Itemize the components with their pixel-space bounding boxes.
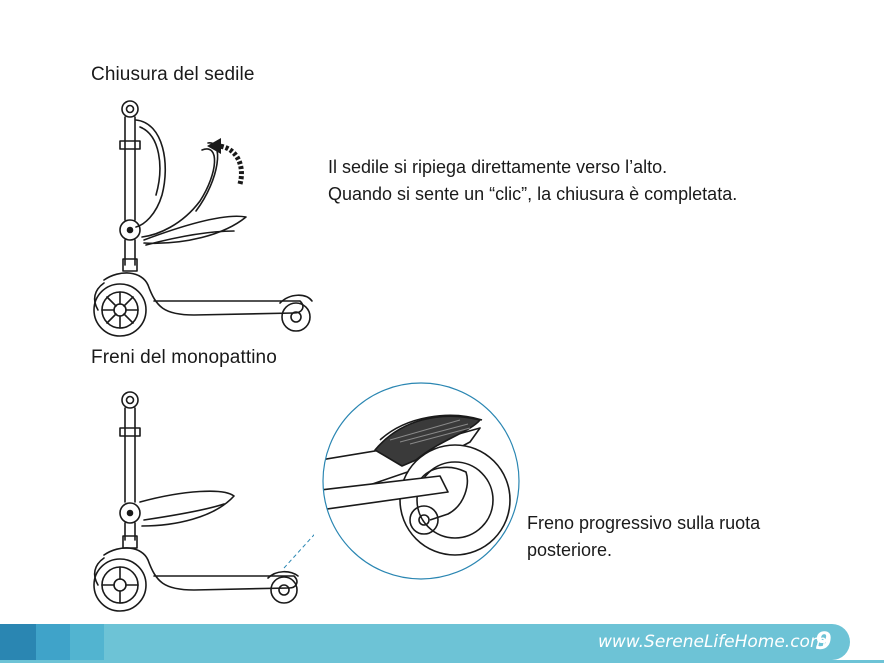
page-number: 9: [815, 627, 832, 655]
seat-fold-line-2: Quando si sente un “clic”, la chiusura è…: [328, 184, 737, 204]
brake-instructions: Freno progressivo sulla ruota posteriore…: [527, 510, 847, 564]
footer-bar-mid2: [70, 624, 104, 660]
scooter-brake-illustration: [84, 380, 314, 615]
seat-fold-instructions: Il sedile si ripiega direttamente verso …: [328, 154, 848, 208]
brake-line-1: Freno progressivo sulla ruota: [527, 513, 760, 533]
scooter-seat-fold-illustration: [84, 95, 314, 340]
footer-bar-mid: [36, 624, 70, 660]
brake-line-2: posteriore.: [527, 540, 612, 560]
footer-bar-dark: [0, 624, 36, 660]
footer-website: www.SereneLifeHome.com: [598, 632, 827, 652]
seat-fold-line-1: Il sedile si ripiega direttamente verso …: [328, 157, 667, 177]
curved-arrow-icon: [205, 136, 250, 186]
brake-detail-magnifier: [320, 380, 522, 582]
section-heading-brakes: Freni del monopattino: [91, 347, 277, 369]
page-footer: www.SereneLifeHome.com 9: [0, 624, 884, 663]
section-heading-seat-fold: Chiusura del sedile: [91, 64, 255, 86]
